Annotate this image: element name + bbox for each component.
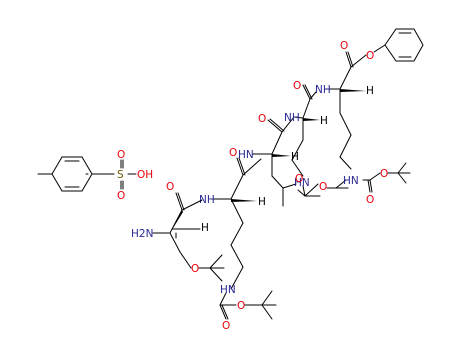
tosyl-sulfur: S [117, 169, 124, 181]
leucine-residue: HN H O [238, 113, 299, 207]
tosylate-group: S O O OH [37, 149, 153, 202]
lysine2-residue: NH H O O HN O O [315, 28, 424, 206]
lysine1-boc-ester-oxygen: O [237, 300, 245, 312]
lysine2-boc-ester-oxygen: O [380, 168, 388, 180]
ornithine-boc-ester-oxygen: O [319, 181, 327, 193]
lysine1-carbonyl-oxygen: O [229, 147, 237, 159]
lysine1-side-nh: HN [220, 284, 236, 296]
leucine-alpha-h: H [291, 151, 299, 163]
ornithine-side-nh: HN [294, 177, 310, 189]
tosyl-oxygen-top: O [117, 149, 125, 161]
ornithine-alpha-h: H [320, 115, 328, 127]
lysine1-boc-carbonyl-oxygen: O [222, 320, 230, 332]
lysine2-side-nh: HN [343, 175, 359, 187]
lysine2-boc-carbonyl-oxygen: O [366, 194, 374, 206]
ornithine-carbonyl-oxygen: O [293, 80, 301, 92]
lysine1-residue: NH H O HN O O [199, 147, 277, 332]
peptide-backbone-links [199, 199, 203, 202]
serine-carbonyl-oxygen: O [166, 181, 174, 193]
tosyl-oxygen-bottom: O [117, 190, 125, 202]
lysine1-amide-nh: NH [199, 194, 215, 206]
lysine2-carbonyl-oxygen: O [340, 40, 348, 52]
serine-ether-oxygen: O [191, 263, 199, 275]
leucine-amide-nh: HN [238, 149, 254, 161]
serine-residue: H2N H O O [131, 181, 225, 282]
serine-amine: H2N [131, 228, 153, 240]
lysine2-amide-nh: NH [315, 84, 331, 96]
tosyl-hydroxyl: OH [137, 169, 153, 181]
lysine1-alpha-h: H [258, 196, 266, 208]
serine-alpha-h: H [201, 222, 209, 234]
ornithine-residue: NH H O HN O O [284, 80, 349, 197]
lysine2-alpha-h: H [366, 85, 374, 97]
ornithine-amide-nh: NH [284, 112, 300, 124]
lysine2-ester-oxygen: O [366, 50, 374, 62]
ornithine-boc-carbonyl-oxygen: O [295, 173, 303, 185]
leucine-carbonyl-oxygen: O [258, 113, 266, 125]
